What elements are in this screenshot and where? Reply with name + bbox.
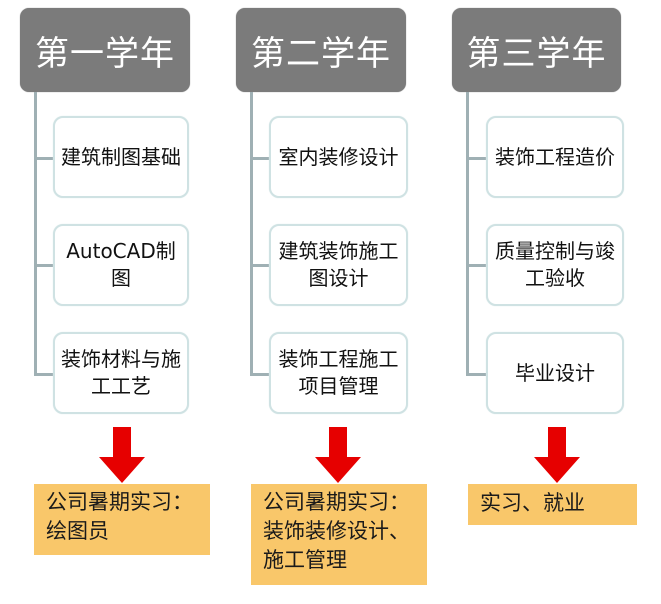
internship-box-1: 公司暑期实习：绘图员 [34, 484, 210, 555]
course-box: 装饰材料与施工工艺 [53, 332, 189, 414]
connector-branch [466, 264, 486, 267]
course-box: 毕业设计 [486, 332, 624, 414]
connector-vertical-3 [466, 92, 469, 376]
course-box: 装饰工程施工项目管理 [269, 332, 408, 414]
year-header-1: 第一学年 [20, 8, 190, 92]
course-box: AutoCAD制图 [53, 224, 189, 306]
course-box: 室内装修设计 [269, 116, 408, 198]
internship-box-3: 实习、就业 [468, 484, 637, 525]
connector-vertical-1 [34, 92, 37, 376]
down-arrow-icon [534, 427, 580, 483]
connector-branch [466, 373, 486, 376]
connector-branch [34, 373, 54, 376]
connector-branch [34, 157, 54, 160]
down-arrow-icon [315, 427, 361, 483]
down-arrow-icon [99, 427, 145, 483]
connector-branch [34, 264, 54, 267]
course-box: 装饰工程造价 [486, 116, 624, 198]
connector-branch [466, 157, 486, 160]
connector-vertical-2 [250, 92, 253, 376]
course-box: 建筑装饰施工图设计 [269, 224, 408, 306]
connector-branch [250, 264, 269, 267]
course-box: 建筑制图基础 [53, 116, 189, 198]
year-header-2: 第二学年 [236, 8, 406, 92]
internship-box-2: 公司暑期实习：装饰装修设计、施工管理 [251, 484, 427, 585]
year-header-3: 第三学年 [452, 8, 621, 92]
course-box: 质量控制与竣工验收 [486, 224, 624, 306]
connector-branch [250, 157, 269, 160]
connector-branch [250, 373, 269, 376]
